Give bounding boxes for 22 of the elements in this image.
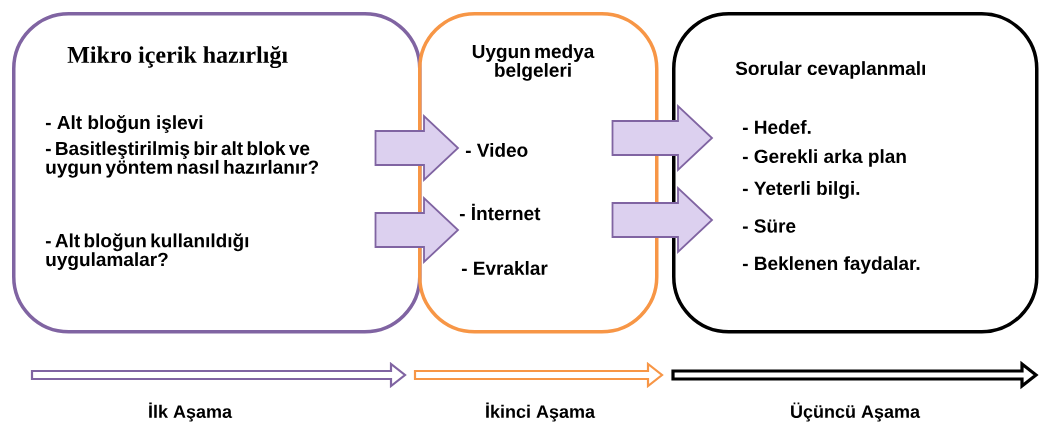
heading-text: Sorular cevaplanmalı — [735, 61, 925, 79]
list-item: - Yeterli bilgi. — [742, 181, 860, 199]
stage-label: İkinci Aşama — [486, 402, 596, 422]
list-item: - Beklenen faydalar. — [742, 256, 920, 274]
heading-text: Uygun medya belgeleri — [472, 44, 595, 81]
list-item: - Basitleştirilmiş bir alt blok ve uygun yöntem nasıl hazırlanır? — [45, 141, 319, 178]
list-item: - Alt bloğun kullanıldığı uygulamalar? — [45, 233, 249, 270]
block-arrow — [374, 113, 460, 183]
stage-box — [672, 12, 1039, 334]
list-item: - Alt bloğun işlevi — [45, 115, 203, 133]
list-item: - Süre — [742, 219, 796, 233]
heading-text: Mikro içerik hazırlığı — [67, 45, 288, 69]
list-item: - Evraklar — [461, 261, 548, 275]
stage-label: Üçüncü Aşama — [791, 402, 921, 422]
block-arrow — [611, 103, 714, 173]
list-item: - İnternet — [459, 203, 541, 221]
list-item: - Gerekli arka plan — [742, 149, 906, 167]
list-item: - Hedef. — [742, 120, 811, 134]
stage-label: İlk Aşama — [149, 402, 233, 422]
block-arrow — [374, 195, 460, 265]
list-item: - Video — [465, 143, 528, 157]
block-arrow — [611, 185, 714, 255]
